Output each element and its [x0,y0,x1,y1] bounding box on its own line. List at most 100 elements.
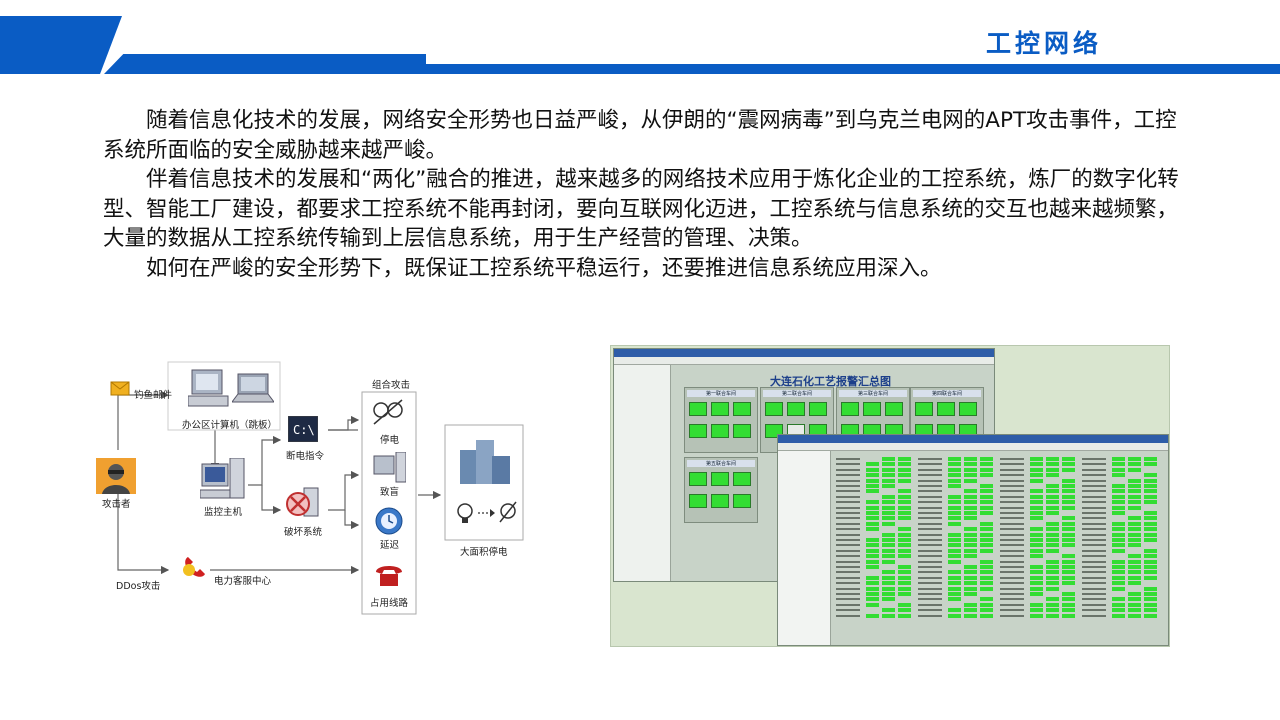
alarm-button[interactable] [809,402,827,416]
alarm-row [918,462,996,467]
alarm-button[interactable] [711,472,729,486]
alarm-button[interactable] [765,402,783,416]
header-rule [420,64,1280,74]
alarm-cell [948,586,961,591]
alarm-button[interactable] [915,402,933,416]
alarm-cell [866,554,879,559]
alarm-cell [1046,559,1059,564]
alarm-cell [866,613,879,618]
label-office-pc: 办公区计算机（跳板） [182,420,278,431]
alarm-row [1082,462,1160,467]
alarm-cell [964,532,977,537]
alarm-tag [918,576,942,579]
alarm-cell [882,602,895,607]
alarm-tag [1000,522,1024,525]
alarm-row [1082,565,1160,569]
alarm-row [1082,548,1160,553]
alarm-row [836,543,914,548]
alarm-button[interactable] [711,402,729,416]
alarm-tag [836,603,860,606]
alarm-cell [1144,462,1157,467]
alarm-button[interactable] [959,402,977,416]
alarm-button[interactable] [841,402,859,416]
alarm-row [918,505,996,510]
alarm-tag [836,479,860,482]
alarm-cell [898,467,911,472]
alarm-cell [1112,489,1125,494]
cmd-icon: C:\ [288,416,318,442]
alarm-cell [1030,505,1043,510]
alarm-button[interactable] [885,402,903,416]
alarm-cell [1144,592,1157,596]
alarm-row [1000,543,1078,548]
alarm-row [918,494,996,499]
alarm-tag [1000,587,1024,590]
alarm-cell [1128,505,1141,510]
header-accent-left [0,16,122,74]
alarm-cell [948,592,961,596]
alarm-button[interactable] [711,424,729,438]
delay-icon [375,507,403,535]
alarm-cell [1062,484,1075,488]
alarm-row [918,575,996,580]
alarm-cell [1112,505,1125,510]
alarm-cell [898,613,911,618]
alarm-cell [964,505,977,510]
alarm-button[interactable] [689,402,707,416]
alarm-cell [1030,581,1043,586]
alarm-row [1000,554,1078,559]
alarm-cell [1062,597,1075,602]
alarm-row [1000,473,1078,478]
alarm-button[interactable] [733,494,751,508]
alarm-tag [918,593,942,595]
alarm-cell [948,565,961,569]
alarm-cell [1112,473,1125,478]
alarm-cell [1112,527,1125,532]
alarm-cell [1128,538,1141,542]
alarm-tag [1082,544,1106,547]
alarm-row [1000,581,1078,586]
alarm-cell [898,548,911,553]
alarm-button[interactable] [689,424,707,438]
alarm-cell [980,457,993,461]
alarm-button[interactable] [787,402,805,416]
alarm-cell [1062,570,1075,575]
alarm-button[interactable] [937,402,955,416]
alarm-row [836,548,914,553]
alarm-row [1082,597,1160,602]
alarm-row [918,581,996,586]
alarm-tag [1000,582,1024,585]
alarm-cell [866,505,879,510]
alarm-cell [1128,548,1141,553]
alarm-button[interactable] [863,402,881,416]
alarm-tag [918,603,942,606]
alarm-row [1000,521,1078,526]
alarm-button[interactable] [733,402,751,416]
diagram-connectors [117,361,524,615]
alarm-button[interactable] [689,472,707,486]
alarm-row [1000,467,1078,472]
laptop-icon [232,373,274,403]
alarm-cell [1046,592,1059,596]
alarm-cell [898,521,911,526]
alarm-row [1082,613,1160,618]
alarm-tag [1000,549,1024,552]
alarm-tag [1000,517,1024,520]
alarm-button[interactable] [711,494,729,508]
alarm-cell [1128,511,1141,515]
alarm-tag [1000,458,1024,460]
alarm-tag [1000,544,1024,547]
mail-icon [110,381,130,396]
alarm-tag [918,490,942,493]
alarm-tag [1082,560,1106,563]
alarm-tag [918,474,942,477]
alarm-cell [1128,457,1141,461]
alarm-cell [898,592,911,596]
alarm-cell [882,613,895,618]
alarm-button[interactable] [733,424,751,438]
alarm-button[interactable] [689,494,707,508]
alarm-row [918,527,996,532]
alarm-button[interactable] [733,472,751,486]
alarm-cell [866,538,879,542]
alarm-cell [898,597,911,602]
